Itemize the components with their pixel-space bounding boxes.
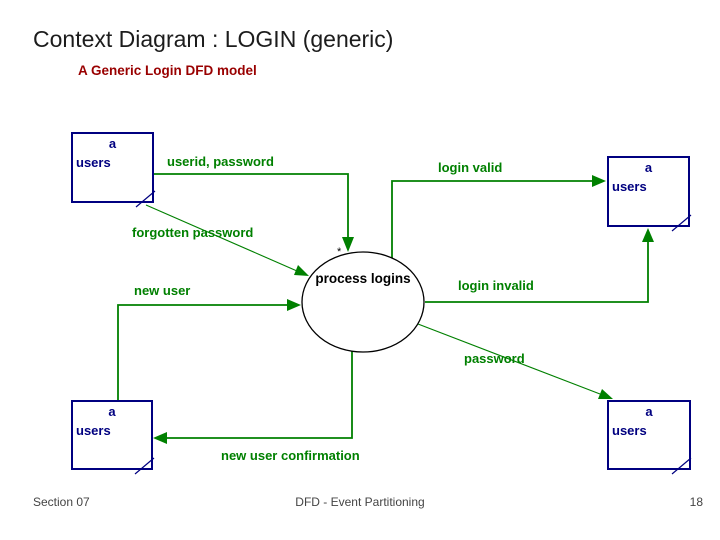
flow-login-valid (391, 175, 606, 258)
flow-userid-password (154, 173, 354, 252)
entity-qualifier: a (644, 160, 653, 175)
flow-label-login-valid: login valid (438, 160, 503, 175)
entity-box-users-right: a users (607, 156, 690, 227)
flow-forgotten-password (145, 204, 309, 276)
arrowhead-right (592, 175, 606, 187)
process-label: process logins (315, 271, 411, 286)
flow-label-forgotten-password: forgotten password (132, 225, 254, 240)
arrowhead-left (153, 432, 167, 444)
footer-title: DFD - Event Partitioning (295, 495, 425, 509)
entity-name: users (612, 179, 647, 194)
entity-qualifier: a (108, 136, 117, 151)
entity-name: users (76, 155, 111, 170)
arrowhead-up (642, 228, 654, 242)
entity-box-users-bottom-left: a users (71, 400, 153, 470)
diagram-subtitle: A Generic Login DFD model (78, 63, 257, 78)
arrowhead-right (287, 299, 301, 311)
footer-page-number: 18 (689, 495, 703, 509)
flow-label-password: password (464, 351, 525, 366)
entity-box-users-bottom-right: a users (607, 400, 691, 470)
flow-label-new-user: new user (134, 283, 191, 298)
footer-section: Section 07 (33, 495, 90, 509)
entity-box-users-top-left: a users (71, 132, 154, 203)
flow-label-login-invalid: login invalid (458, 278, 534, 293)
arrowhead-down (342, 237, 354, 252)
page-title: Context Diagram : LOGIN (generic) (33, 26, 394, 52)
flow-label-userid-password: userid, password (167, 154, 274, 169)
flow-new-user-confirmation (153, 351, 353, 444)
entity-name: users (612, 423, 647, 438)
process-asterisk-marker: * (337, 246, 342, 258)
flow-new-user (117, 299, 301, 400)
process-circle (301, 251, 425, 353)
entity-name: users (76, 423, 111, 438)
entity-qualifier: a (108, 404, 116, 419)
arrowhead-southeast (598, 389, 613, 399)
flow-label-new-user-confirmation: new user confirmation (221, 448, 360, 463)
entity-qualifier: a (645, 404, 653, 419)
